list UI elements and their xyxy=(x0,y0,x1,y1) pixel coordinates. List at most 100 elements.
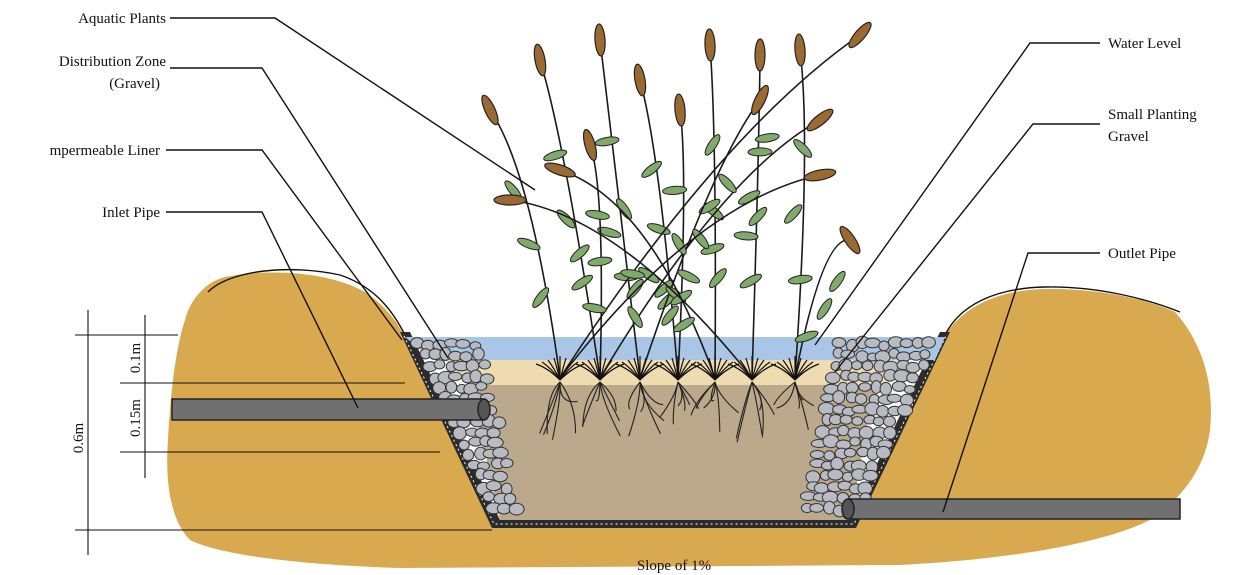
gravel-stone xyxy=(459,440,469,450)
plant-leaf xyxy=(827,269,848,293)
cattail-head xyxy=(494,195,526,205)
cattail-head xyxy=(804,106,835,134)
gravel-stone xyxy=(859,426,873,438)
cattail-head xyxy=(674,94,687,127)
label-distribution-zone: Distribution Zone xyxy=(59,54,166,70)
gravel-stone xyxy=(434,360,445,369)
plant-leaf xyxy=(516,236,541,252)
plant-leaf xyxy=(595,135,620,147)
plant-leaf xyxy=(707,266,729,289)
gravel-stone xyxy=(456,340,470,349)
gravel-stone xyxy=(840,415,852,424)
gravel-stone xyxy=(818,403,834,415)
plant-leaf xyxy=(570,273,594,293)
gravel-stone xyxy=(906,362,920,372)
plant-leaf xyxy=(585,209,610,221)
plant-leaf xyxy=(738,272,763,291)
gravel-stone xyxy=(850,437,861,446)
cattail-head xyxy=(837,224,863,256)
gravel-stone xyxy=(844,448,856,457)
gravel-stone xyxy=(831,457,844,470)
gravel-stone xyxy=(862,361,873,371)
cattail-head xyxy=(704,29,715,61)
plant-leaf xyxy=(582,302,607,314)
gravel-stone xyxy=(884,427,896,439)
plant-leaf xyxy=(614,197,634,221)
gravel-stone xyxy=(922,337,936,348)
plant-leaf xyxy=(748,148,772,156)
gravel-stone xyxy=(852,361,862,370)
label-impermeable-liner: mpermeable Liner xyxy=(50,143,160,159)
gravel-stone xyxy=(493,447,508,458)
inlet-pipe xyxy=(172,399,490,420)
plant-leaf xyxy=(703,133,723,157)
gravel-stone xyxy=(880,383,891,396)
gravel-stone xyxy=(871,381,881,394)
gravel-stone xyxy=(884,416,896,427)
plant-leaf xyxy=(747,205,769,228)
gravel-stone xyxy=(483,492,495,502)
label-small-planting-gravel: Gravel xyxy=(1108,129,1149,145)
label-aquatic-plants: Aquatic Plants xyxy=(78,11,166,27)
gravel-stone xyxy=(865,338,880,348)
gravel-stone xyxy=(920,350,930,359)
gravel-stone xyxy=(476,382,487,390)
gravel-stone xyxy=(877,406,889,418)
plant-leaf xyxy=(734,231,759,241)
dim-inlet-depth: 0.15m xyxy=(128,399,144,437)
cattail-head xyxy=(846,20,874,51)
label-slope: Slope of 1% xyxy=(637,558,711,574)
gravel-stone xyxy=(832,338,846,348)
plant-leaf xyxy=(716,172,738,195)
label-outlet-pipe: Outlet Pipe xyxy=(1108,246,1176,262)
plant-leaf xyxy=(672,315,697,334)
plant-leaf xyxy=(640,159,664,180)
gravel-stone xyxy=(863,470,878,481)
gravel-stone xyxy=(473,348,484,360)
gravel-stone xyxy=(810,504,824,513)
plant-leaf xyxy=(676,268,701,286)
label-water-level: Water Level xyxy=(1108,36,1181,52)
cattail-head xyxy=(794,34,806,67)
gravel-stone xyxy=(841,350,855,358)
gravel-stone xyxy=(479,360,491,369)
dim-total-depth: 0.6m xyxy=(71,422,87,453)
gravel-stone xyxy=(810,451,824,459)
dim-water-depth: 0.1m xyxy=(128,342,144,373)
plant-leaf xyxy=(815,297,835,322)
label-distribution-zone-gravel: (Gravel) xyxy=(109,76,160,92)
cattail-head xyxy=(479,93,501,126)
gravel-stone xyxy=(487,437,503,448)
gravel-stone xyxy=(448,372,461,380)
gravel-stone xyxy=(493,417,506,429)
outlet-pipe xyxy=(842,499,1180,519)
gravel-stone xyxy=(898,405,913,417)
gravel-stone xyxy=(509,503,524,515)
cattail-head xyxy=(543,160,577,180)
plant-leaf xyxy=(587,256,612,268)
plant-leaf xyxy=(791,137,814,160)
cattail-head xyxy=(532,43,548,76)
cattail-head xyxy=(632,63,647,96)
gravel-stone xyxy=(855,394,867,404)
gravel-stone xyxy=(877,446,891,458)
cattail-head xyxy=(803,167,836,183)
plant-leaf xyxy=(646,221,671,236)
gravel-stone xyxy=(470,370,482,383)
label-small-planting: Small Planting xyxy=(1108,107,1197,123)
gravel-stone xyxy=(501,459,513,468)
plant-leaf xyxy=(788,274,813,285)
aquatic-plants xyxy=(479,20,874,380)
gravel-stone xyxy=(838,425,849,435)
plant-leaf xyxy=(625,305,645,330)
gravel-stone xyxy=(873,417,883,426)
gravel-stone xyxy=(493,471,507,481)
cattail-head xyxy=(594,24,606,57)
gravel-stone xyxy=(904,386,915,394)
gravel-stone xyxy=(879,341,889,351)
gravel-stone xyxy=(919,360,930,370)
gravel-stone xyxy=(852,417,863,426)
label-inlet-pipe: Inlet Pipe xyxy=(102,205,160,221)
gravel-stone xyxy=(900,339,913,348)
